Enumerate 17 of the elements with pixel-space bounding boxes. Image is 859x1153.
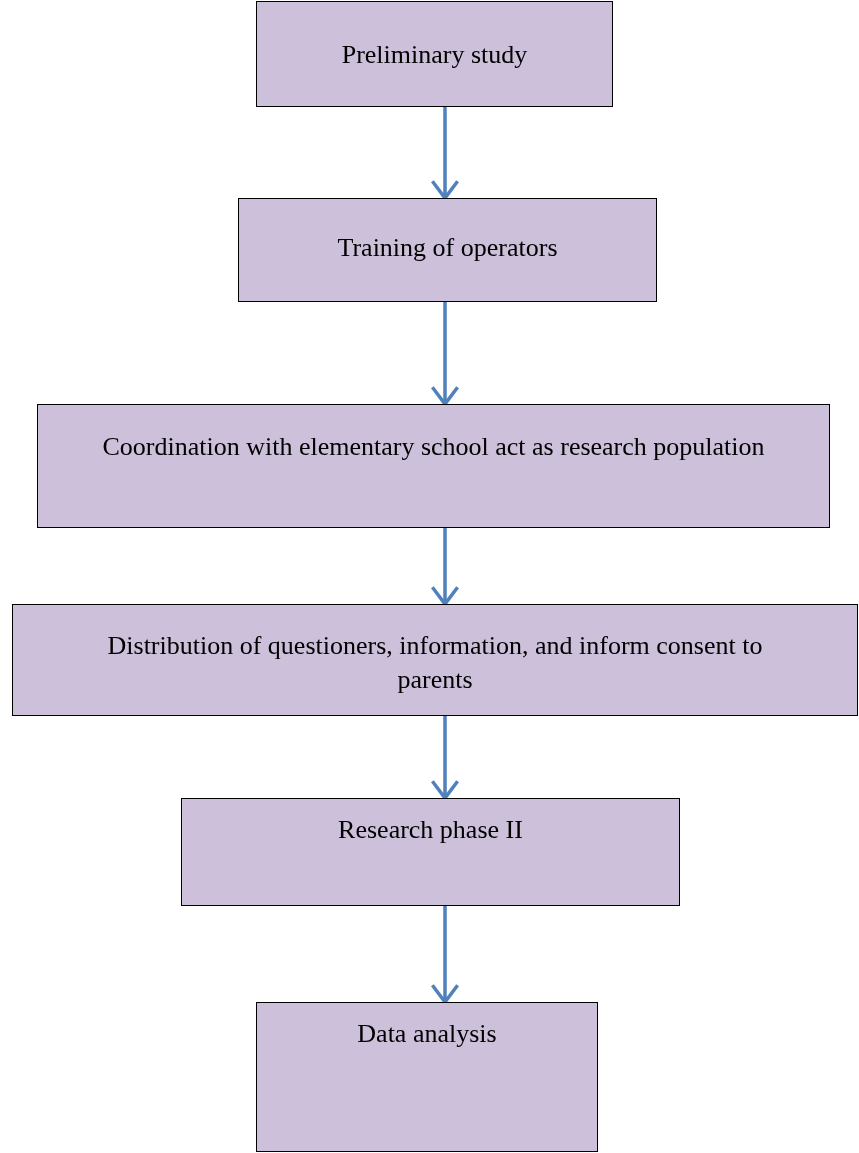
box-label: Research phase II <box>338 814 523 846</box>
arrow <box>430 302 460 406</box>
arrow <box>430 906 460 1004</box>
process-box <box>181 798 680 906</box>
process-box <box>256 1 613 107</box>
box-label: Coordination with elementary school act as research population <box>102 431 765 463</box>
arrow <box>430 716 460 800</box>
arrow <box>430 107 460 200</box>
arrow <box>430 528 460 606</box>
process-box <box>37 404 830 528</box>
process-box <box>12 604 858 716</box>
box-label: Data analysis <box>357 1018 497 1050</box>
process-box <box>256 1002 598 1152</box>
process-box <box>238 198 657 302</box>
box-label: Training of operators <box>337 232 558 264</box>
box-label: Distribution of questioners, information, and inform consent to parents <box>106 630 764 696</box>
box-label: Preliminary study <box>341 39 528 71</box>
